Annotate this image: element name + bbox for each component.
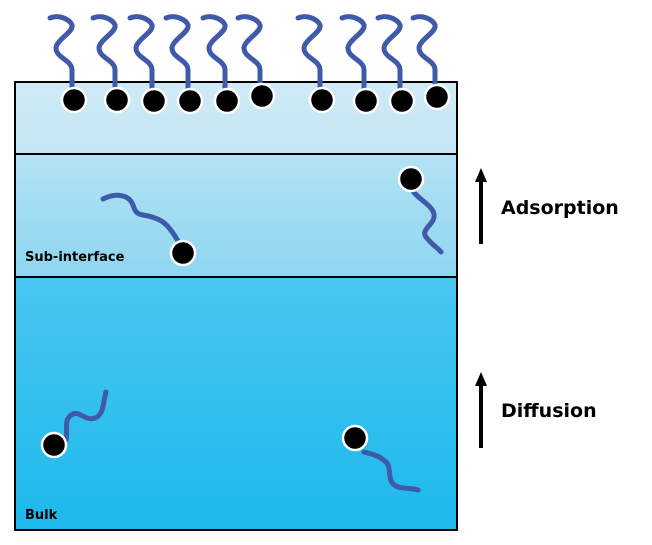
adsorption-arrow	[475, 168, 487, 244]
adsorbed-surfactant-head	[140, 87, 168, 115]
bulk-region	[14, 276, 458, 531]
adsorbed-surfactant-head	[103, 86, 131, 114]
sub-interface-label: Sub-interface	[25, 250, 125, 265]
bulk-surfactant-head	[40, 431, 68, 459]
adsorbed-surfactant-head	[248, 82, 276, 110]
diffusion-arrow	[475, 372, 487, 448]
bulk-label: Bulk	[25, 508, 58, 523]
bulk-surfactant-tail	[63, 389, 109, 443]
adsorption-label: Adsorption	[501, 197, 619, 219]
bulk-surfactant-tail	[361, 449, 421, 493]
sub-interface-surfactant-head	[397, 165, 425, 193]
sub-interface-surfactant-tail	[410, 188, 444, 255]
surfactant-heads	[40, 82, 451, 459]
adsorbed-surfactant-head	[213, 87, 241, 115]
sub-interface-surfactant-tail	[100, 192, 181, 244]
adsorbed-surfactant-tail	[235, 14, 263, 87]
adsorbed-surfactant-tail	[375, 14, 403, 92]
adsorbed-surfactant-tail	[339, 14, 367, 92]
adsorbed-surfactant-head	[423, 83, 451, 111]
adsorbed-surfactant-tail	[410, 14, 438, 88]
adsorbed-surfactant-head	[352, 87, 380, 115]
bulk-surfactant-head	[341, 424, 369, 452]
adsorbed-surfactant-tail	[127, 14, 155, 92]
adsorbed-surfactant-tail	[200, 14, 228, 92]
adsorbed-surfactant-head	[388, 87, 416, 115]
adsorbed-surfactant-head	[308, 86, 336, 114]
adsorbed-surfactant-tail	[90, 14, 118, 91]
adsorbed-surfactant-head	[176, 87, 204, 115]
sub-interface-region	[14, 153, 458, 278]
surfactant-tails	[47, 14, 444, 493]
adsorbed-surfactant-head	[60, 86, 88, 114]
adsorbed-surfactant-tail	[295, 14, 323, 91]
diffusion-label: Diffusion	[501, 400, 597, 422]
adsorbed-surfactant-tail	[47, 14, 75, 91]
adsorbed-surfactant-tail	[163, 14, 191, 92]
sub-interface-surfactant-head	[169, 239, 197, 267]
